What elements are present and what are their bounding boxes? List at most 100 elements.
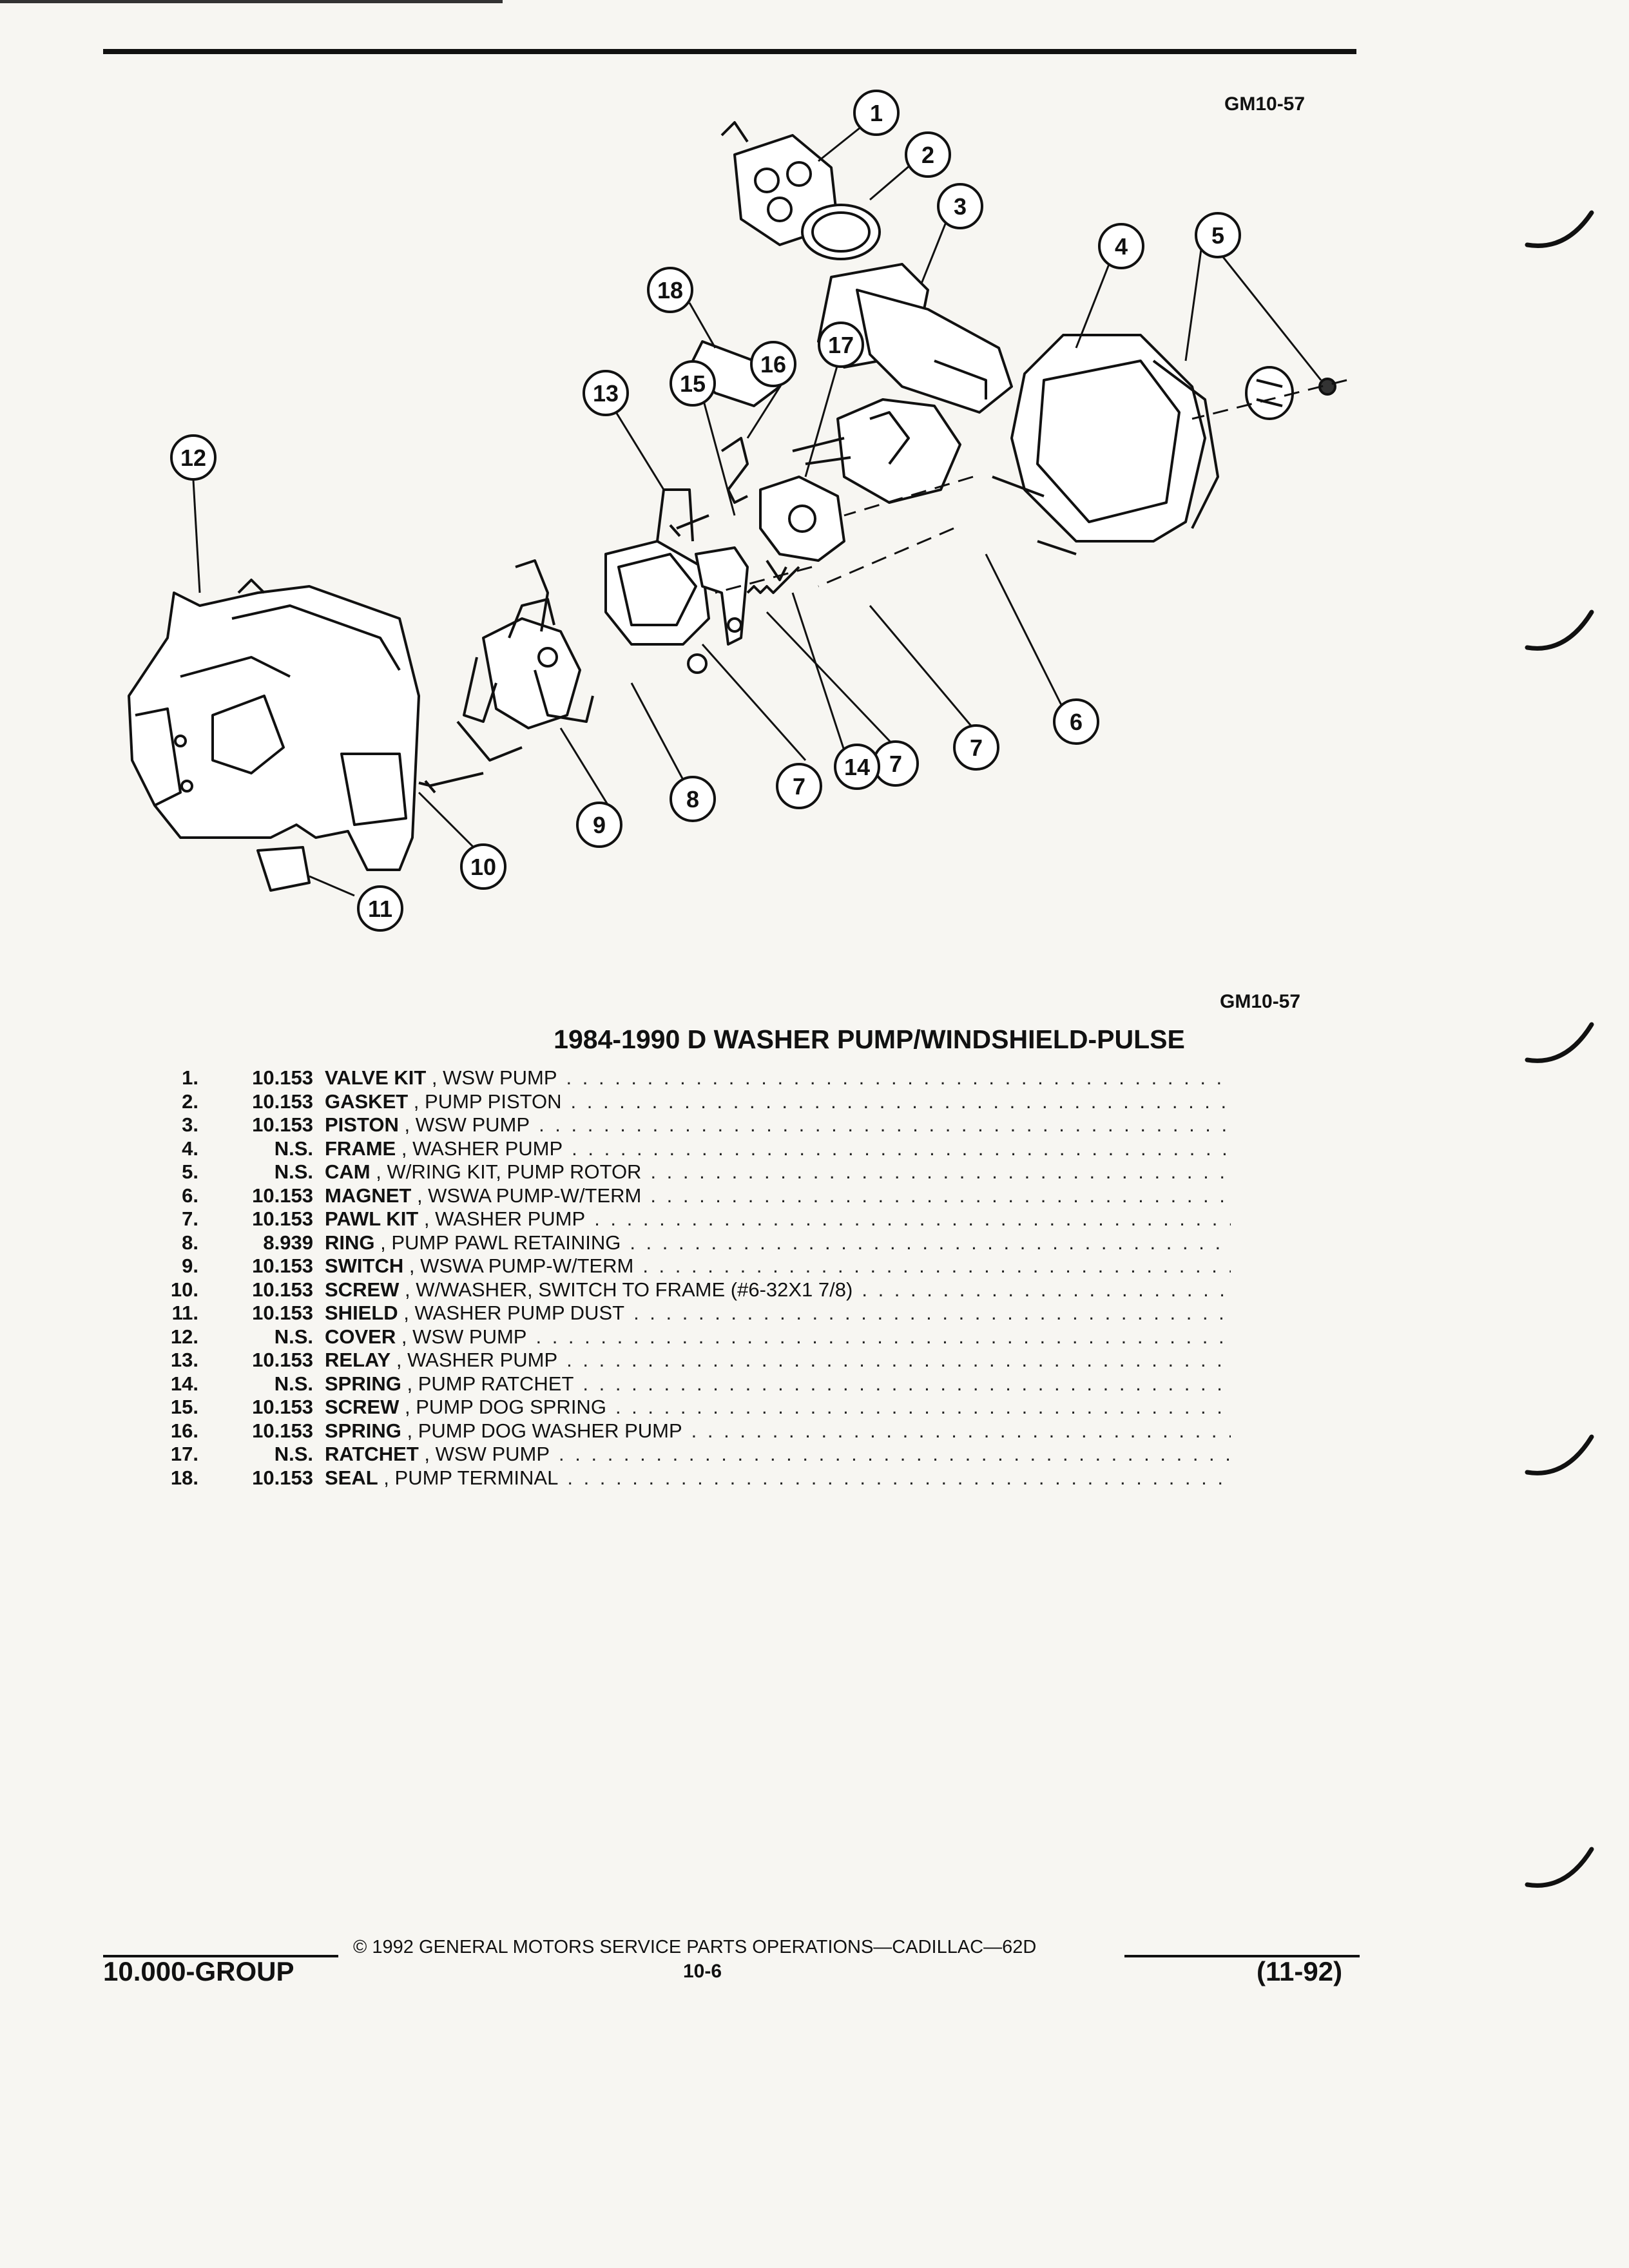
part-number: 3. <box>182 1113 198 1136</box>
part-number: 6. <box>182 1184 198 1207</box>
leader-dots: . . . . . . . . . . . . . . . . . . . . … <box>633 1302 1231 1324</box>
part-number: 12. <box>170 1325 198 1348</box>
leader-dots: . . . . . . . . . . . . . . . . . . . . … <box>650 1184 1231 1207</box>
part-screw-10 <box>418 772 484 794</box>
leader-dots: . . . . . . . . . . . . . . . . . . . . … <box>567 1466 1231 1489</box>
part-spring-7 <box>746 566 800 594</box>
part-name: COVER <box>325 1325 396 1348</box>
part-detail: WASHER PUMP <box>407 1349 558 1371</box>
part-detail: PUMP PISTON <box>425 1090 562 1113</box>
callout-18: 18 <box>647 267 693 313</box>
part-group: 10.153 <box>252 1066 313 1089</box>
part-group: N.S. <box>274 1443 313 1465</box>
part-ratchet-17 <box>759 476 845 562</box>
svg-text:11: 11 <box>368 896 392 922</box>
part-detail: W/WASHER, SWITCH TO FRAME (#6-32X1 7/8) <box>416 1278 853 1301</box>
callout-14: 14 <box>834 744 880 790</box>
part-description: FRAME , WASHER PUMP <box>325 1137 563 1160</box>
callout-5: 5 <box>1195 212 1241 258</box>
callout-7a: 7 <box>953 724 999 771</box>
leader-dots: . . . . . . . . . . . . . . . . . . . . … <box>539 1113 1231 1136</box>
part-name: PISTON <box>325 1113 399 1136</box>
part-number: 17. <box>170 1443 198 1465</box>
svg-text:1: 1 <box>870 100 883 126</box>
part-detail: WASHER PUMP <box>435 1207 586 1230</box>
group-label: 10.000-GROUP <box>103 1956 294 1986</box>
part-name: SCREW <box>325 1396 400 1418</box>
leader-dots: . . . . . . . . . . . . . . . . . . . . … <box>594 1207 1231 1230</box>
part-pawl-7 <box>695 546 787 646</box>
part-group: 10.153 <box>252 1466 313 1489</box>
leader-dots: . . . . . . . . . . . . . . . . . . . . … <box>642 1254 1231 1277</box>
leader-dots: . . . . . . . . . . . . . . . . . . . . … <box>615 1396 1231 1418</box>
part-number: 7. <box>182 1207 198 1230</box>
callout-6: 6 <box>1053 698 1099 745</box>
svg-text:10: 10 <box>470 854 496 880</box>
part-number: 4. <box>182 1137 198 1160</box>
part-group: 10.153 <box>252 1349 313 1371</box>
part-detail: WSW PUMP <box>412 1325 527 1348</box>
part-screw-15 <box>669 514 709 537</box>
part-description: SEAL , PUMP TERMINAL <box>325 1466 559 1489</box>
part-cover-12 <box>128 579 420 871</box>
leader-dots: . . . . . . . . . . . . . . . . . . . . … <box>566 1349 1231 1371</box>
callout-13: 13 <box>583 370 629 416</box>
part-name: GASKET <box>325 1090 409 1113</box>
callout-9: 9 <box>576 802 622 848</box>
svg-text:8: 8 <box>686 786 699 812</box>
part-group: N.S. <box>274 1137 313 1160</box>
part-group: 10.153 <box>252 1184 313 1207</box>
part-relay-13 <box>604 488 710 646</box>
part-name: SEAL <box>325 1466 378 1489</box>
part-description: SPRING , PUMP RATCHET <box>325 1372 574 1395</box>
part-group: 10.153 <box>252 1419 313 1442</box>
part-name: SCREW <box>325 1278 400 1301</box>
part-detail: WSWA PUMP-W/TERM <box>420 1254 634 1277</box>
part-detail: PUMP TERMINAL <box>394 1466 559 1489</box>
part-name: SWITCH <box>325 1254 404 1277</box>
part-number: 15. <box>170 1396 198 1418</box>
part-name: PAWL KIT <box>325 1207 419 1230</box>
scan-edge-mark <box>0 0 503 3</box>
svg-text:17: 17 <box>828 332 854 358</box>
svg-text:6: 6 <box>1070 709 1083 735</box>
part-name: RING <box>325 1231 375 1254</box>
svg-text:18: 18 <box>657 277 683 303</box>
part-detail: PUMP DOG SPRING <box>416 1396 606 1418</box>
svg-text:7: 7 <box>793 773 805 800</box>
callout-12: 12 <box>170 434 217 481</box>
part-detail: WSW PUMP <box>415 1113 530 1136</box>
figure-code-bottom: GM10-57 <box>1220 991 1301 1012</box>
part-description: RELAY , WASHER PUMP <box>325 1349 558 1371</box>
part-number: 13. <box>170 1349 198 1371</box>
part-number: 10. <box>170 1278 198 1301</box>
part-detail: WASHER PUMP DUST <box>414 1302 625 1324</box>
callout-16: 16 <box>750 341 796 387</box>
part-number: 14. <box>170 1372 198 1395</box>
part-detail: WSW PUMP <box>435 1443 550 1465</box>
part-number: 1. <box>182 1066 198 1089</box>
page-title: 1984-1990 D WASHER PUMP/WINDSHIELD-PULSE <box>554 1024 1185 1054</box>
part-detail: W/RING KIT, PUMP ROTOR <box>387 1160 642 1183</box>
part-description: RING , PUMP PAWL RETAINING <box>325 1231 621 1254</box>
callout-7b: 7 <box>776 763 822 809</box>
part-group: 10.153 <box>252 1278 313 1301</box>
callout-8: 8 <box>670 776 716 822</box>
leader-dots: . . . . . . . . . . . . . . . . . . . . … <box>566 1066 1231 1089</box>
part-spring-16 <box>720 437 749 504</box>
part-group: 10.153 <box>252 1090 313 1113</box>
part-detail: WASHER PUMP <box>412 1137 563 1160</box>
part-name: SPRING <box>325 1419 401 1442</box>
part-row: 13. 10.153 RELAY , WASHER PUMP . . . . . . … <box>135 1349 1231 1372</box>
callout-2: 2 <box>905 131 951 178</box>
part-ring-8 <box>687 653 708 674</box>
svg-text:3: 3 <box>954 193 967 220</box>
part-group: N.S. <box>274 1325 313 1348</box>
header-rule <box>103 49 1356 54</box>
part-detail: PUMP DOG WASHER PUMP <box>418 1419 682 1442</box>
binder-marks <box>1525 210 1594 1888</box>
svg-text:12: 12 <box>180 445 206 471</box>
part-row: 12.N.S.COVER , WSW PUMP. . . . . . . . .… <box>135 1325 1231 1349</box>
